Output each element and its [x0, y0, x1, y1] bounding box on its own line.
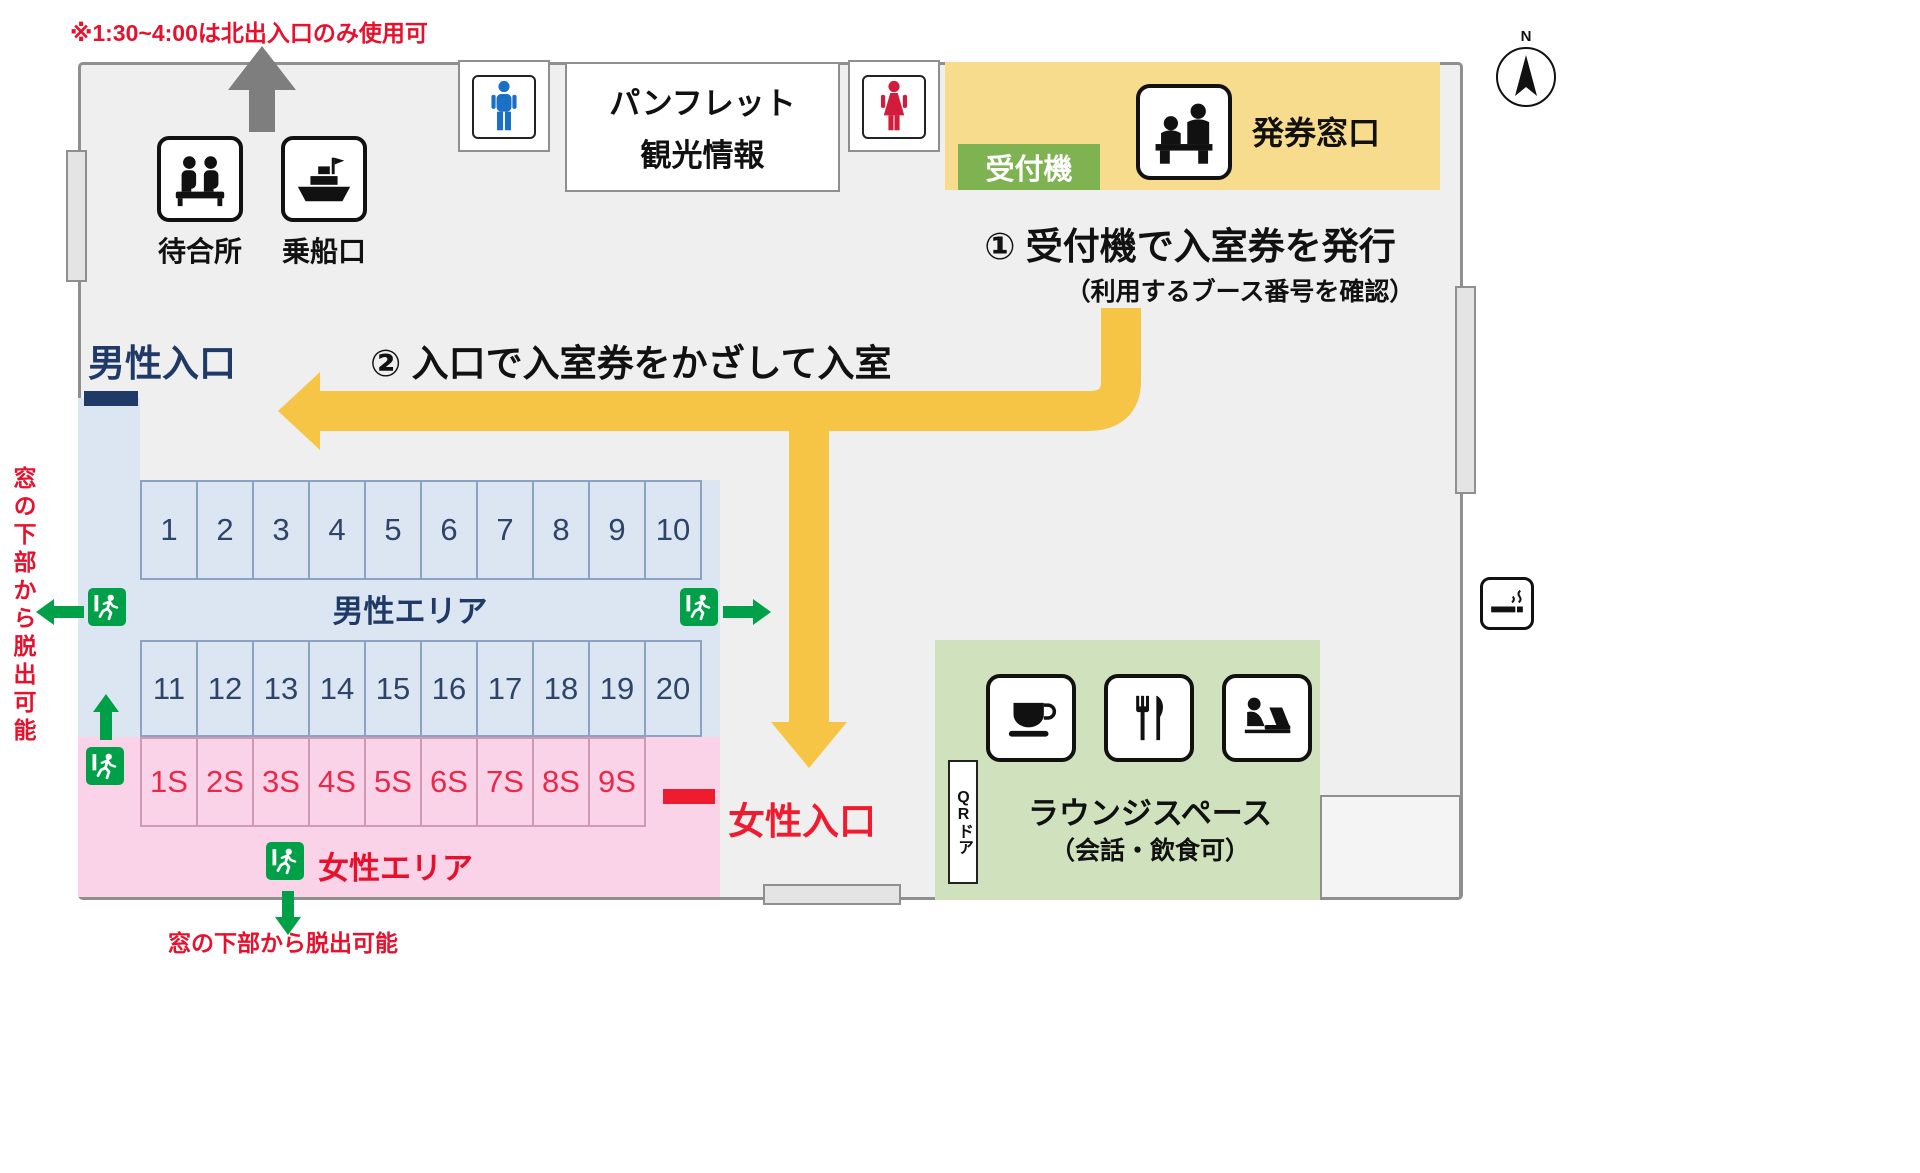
- mens-booth-cell: 18: [532, 640, 590, 737]
- escape-arrow-up-icon: [93, 694, 119, 740]
- pamphlet-info-counter: パンフレット 観光情報: [565, 62, 840, 192]
- mens-booth-cell: 15: [364, 640, 422, 737]
- mens-booth-cell: 4: [308, 480, 366, 580]
- ship-icon: [281, 136, 367, 222]
- womens-entrance-door: [663, 789, 715, 804]
- mens-entrance-label: 男性入口: [88, 343, 236, 384]
- compass: N: [1494, 28, 1558, 107]
- ticket-counter-icon: [1136, 84, 1232, 180]
- mens-booth-cell: 5: [364, 480, 422, 580]
- womens-booth-cell: 5S: [364, 737, 422, 827]
- emergency-exit-icon: [680, 588, 718, 626]
- instruction-step1-note: （利用するブース番号を確認）: [1065, 278, 1415, 306]
- tourist-info-label: 観光情報: [640, 138, 765, 173]
- instruction-step1: ① 受付機で入室券を発行: [984, 226, 1396, 267]
- compass-needle-icon: [1515, 55, 1537, 96]
- mens-booth-cell: 11: [140, 640, 198, 737]
- womens-booth-cell: 9S: [588, 737, 646, 827]
- mens-area-label: 男性エリア: [332, 594, 488, 629]
- emergency-exit-icon: [266, 842, 304, 880]
- womens-area-label: 女性エリア: [318, 851, 473, 886]
- mens-booth-cell: 14: [308, 640, 366, 737]
- wall-opening-left: [66, 150, 87, 282]
- pamphlet-label: パンフレット: [609, 86, 796, 121]
- coffee-icon: [986, 674, 1076, 762]
- north-exit-note: ※1:30~4:00は北出入口のみ使用可: [70, 20, 428, 46]
- womens-booth-cell: 3S: [252, 737, 310, 827]
- mens-booth-cell: 8: [532, 480, 590, 580]
- mens-entrance-corridor: [78, 398, 140, 737]
- mens-booth-cell: 2: [196, 480, 254, 580]
- womens-booth-cell: 4S: [308, 737, 366, 827]
- womens-area-block: [78, 737, 720, 897]
- womens-toilet-icon: [862, 75, 926, 139]
- compass-circle: [1496, 47, 1556, 107]
- mens-booth-cell: 17: [476, 640, 534, 737]
- boarding-gate-label: 乗船口: [281, 236, 366, 267]
- mens-entrance-door: [84, 391, 138, 406]
- compass-north-label: N: [1520, 28, 1532, 45]
- mens-booth-cell: 3: [252, 480, 310, 580]
- escape-arrow-right-icon: [723, 599, 771, 625]
- mens-booth-cell: 13: [252, 640, 310, 737]
- lounge-title: ラウンジスペース: [1027, 796, 1273, 831]
- womens-booth-cell: 7S: [476, 737, 534, 827]
- escape-note-left: 窓の下部から脱出可能: [10, 466, 36, 746]
- womens-booth-cell: 1S: [140, 737, 198, 827]
- mens-booth-cell: 20: [644, 640, 702, 737]
- mens-toilet-icon: [472, 75, 536, 139]
- womens-booth-cell: 6S: [420, 737, 478, 827]
- emergency-exit-icon: [88, 588, 126, 626]
- womens-booth-cell: 2S: [196, 737, 254, 827]
- instruction-step2: ② 入口で入室券をかざして入室: [370, 343, 892, 384]
- mens-booth-cell: 9: [588, 480, 646, 580]
- mens-booth-cell: 12: [196, 640, 254, 737]
- lounge-subtitle: （会話・飲食可）: [1049, 837, 1250, 865]
- mens-booth-cell: 19: [588, 640, 646, 737]
- qr-door-label: QRドア: [948, 760, 978, 884]
- emergency-exit-icon: [86, 747, 124, 785]
- escape-arrow-down-icon: [275, 891, 301, 935]
- waiting-area-icon: [157, 136, 243, 222]
- smoking-icon: [1480, 577, 1534, 630]
- womens-entrance-label: 女性入口: [728, 801, 876, 842]
- waiting-area-label: 待合所: [157, 236, 242, 267]
- escape-note-bottom: 窓の下部から脱出可能: [168, 930, 398, 956]
- laptop-person-icon: [1222, 674, 1312, 762]
- mens-booth-cell: 7: [476, 480, 534, 580]
- mens-area-block: [140, 480, 720, 737]
- mens-booth-cell: 6: [420, 480, 478, 580]
- mens-booth-cell: 16: [420, 640, 478, 737]
- mens-booth-cell: 1: [140, 480, 198, 580]
- reception-machine-label: 受付機: [958, 144, 1100, 190]
- fork-knife-icon: [1104, 674, 1194, 762]
- wall-opening-right: [1455, 286, 1476, 494]
- escape-arrow-left-icon: [36, 599, 84, 625]
- womens-booth-cell: 8S: [532, 737, 590, 827]
- bottom-right-structure: [1320, 795, 1461, 899]
- wall-opening-bottom: [763, 884, 901, 905]
- mens-booth-cell: 10: [644, 480, 702, 580]
- north-exit-arrow: [228, 46, 296, 132]
- ticket-window-label: 発券窓口: [1252, 115, 1381, 151]
